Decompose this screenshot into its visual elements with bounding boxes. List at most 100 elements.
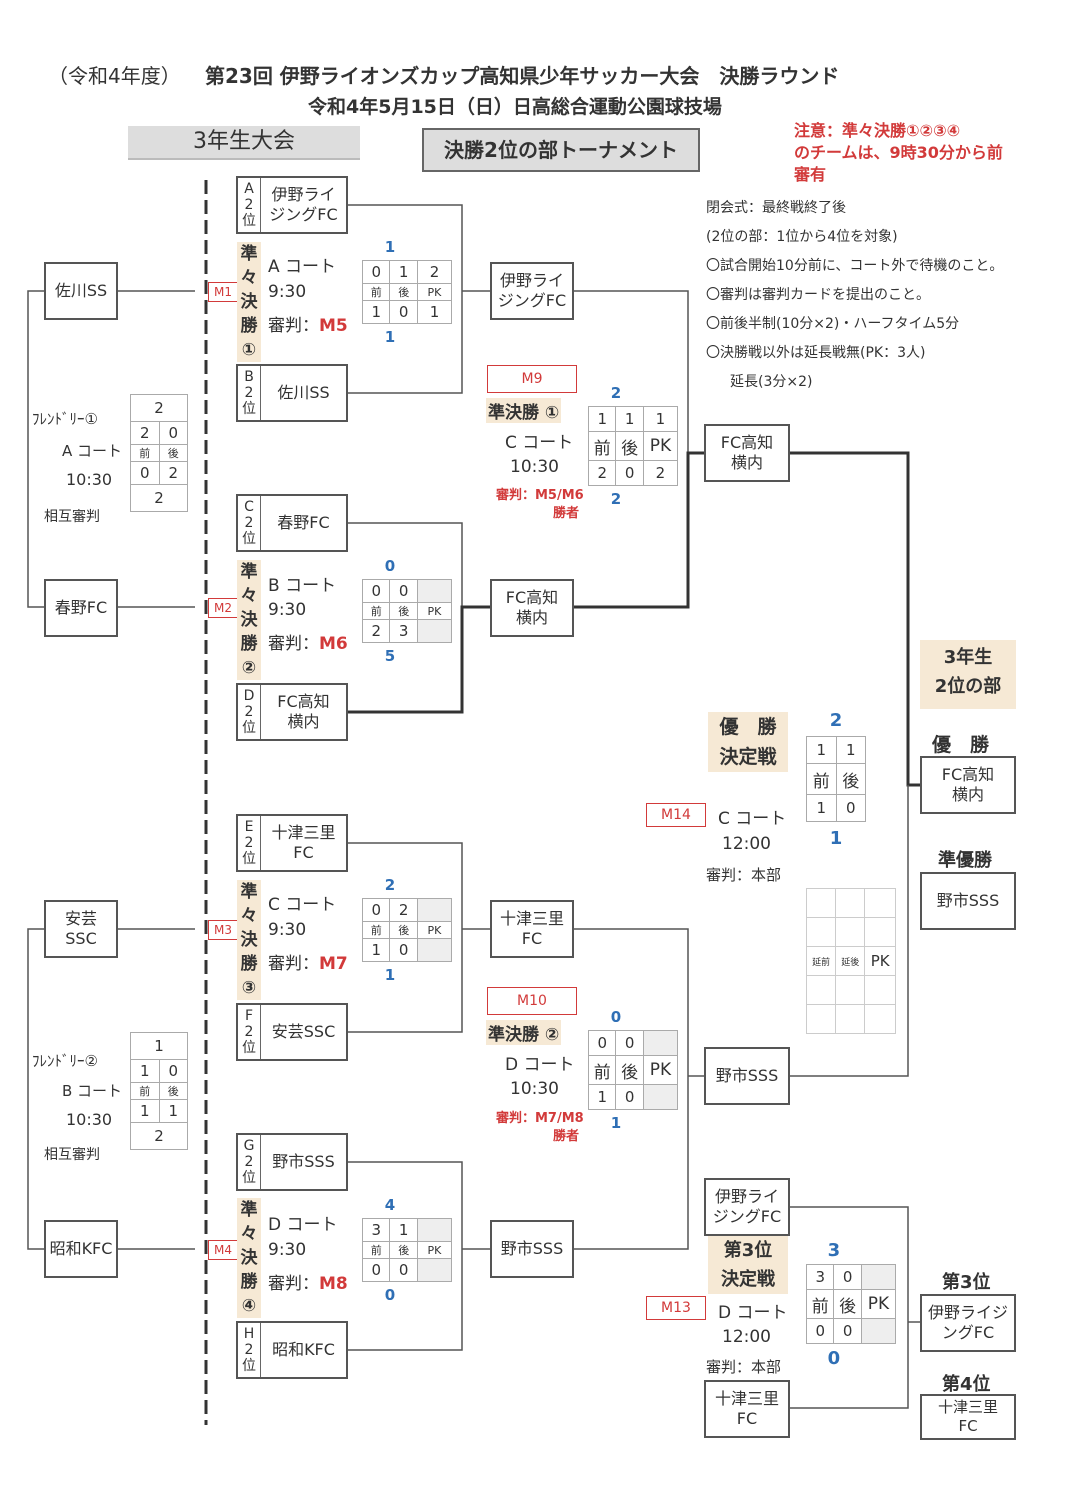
third-court: D コート (718, 1303, 788, 1323)
score-cell: 2 (642, 460, 679, 486)
match-tag: M3 (208, 920, 238, 940)
score-cell (416, 1218, 453, 1242)
notice-line: 審有 (794, 165, 827, 184)
qf-time: 9:30 (268, 600, 307, 620)
score-cell (642, 1084, 679, 1110)
score-cell: 0 (587, 1030, 617, 1056)
qf-court: B コート (268, 576, 337, 596)
friendly-match-2: ﾌﾚﾝﾄﾞﾘｰ② B コート 10:30 相互審判 (28, 1040, 208, 1180)
sf-label: 準決勝 ① (486, 398, 562, 423)
rule-line: 〇試合開始10分前に、コート外で待機のこと。 (706, 258, 1004, 274)
score-cell: 1 (416, 300, 453, 324)
score-total: 1 (384, 966, 396, 984)
final-court: C コート (718, 809, 787, 829)
friendly-match-1: ﾌﾚﾝﾄﾞﾘｰ① A コート 10:30 相互審判 (28, 400, 208, 540)
page-title: 第23回 伊野ライオンズカップ高知県少年サッカー大会 決勝ラウンド (205, 64, 840, 88)
qf-ref: 審判：M6 (268, 634, 348, 654)
score-cell: 0 (615, 460, 644, 486)
qf-winner: 野市SSS (490, 1220, 574, 1278)
rules: 閉会式：最終戦終了後 (2位の部：1位から4位を対象) 〇試合開始10分前に、コ… (706, 194, 1003, 397)
seed-name: 佐川SS (277, 383, 330, 402)
score-total: 1 (130, 1032, 188, 1060)
score-cell: 1 (587, 406, 617, 432)
third-time: 12:00 (722, 1327, 771, 1347)
qf-winner: 伊野ライ ジングFC (490, 262, 574, 320)
score-cell: 0 (158, 1059, 188, 1083)
tournament-title: 決勝2位の部トーナメント (422, 128, 700, 172)
match-tag: M14 (646, 803, 706, 827)
score-cell: 0 (130, 461, 160, 485)
seed-name: 野市SSS (272, 1152, 335, 1171)
friendly-title: ﾌﾚﾝﾄﾞﾘｰ② (32, 1052, 98, 1070)
score-total: 2 (829, 709, 843, 731)
score-cell: 0 (389, 300, 418, 324)
score-cell: 0 (361, 898, 391, 922)
score-cell: 1 (806, 794, 837, 822)
score-cell (860, 1264, 897, 1290)
friendly-ref: 相互審判 (44, 509, 100, 525)
fourth-place-team: 十津三里 FC (920, 1394, 1016, 1440)
sf-label: 準決勝 ② (486, 1020, 562, 1045)
friendly-time: 10:30 (66, 470, 113, 489)
left-team: 佐川SS (44, 262, 118, 320)
left-team: 春野FC (44, 579, 118, 637)
score-cell: 1 (642, 406, 679, 432)
score-cell: 1 (130, 1099, 160, 1123)
qf-ref: 審判：M8 (268, 1274, 348, 1294)
score-total: 2 (610, 490, 622, 508)
closing-text: 閉会式：最終戦終了後 (706, 200, 846, 216)
qf-time: 9:30 (268, 282, 307, 302)
third-place-label: 第3位 (942, 1272, 991, 1293)
score-cell: 3 (805, 1264, 835, 1290)
qf-time: 9:30 (268, 920, 307, 940)
score-total: 2 (610, 384, 622, 402)
score-cell (416, 619, 453, 643)
closing-sub: (2位の部：1位から4位を対象) (706, 229, 898, 245)
score-cell: 0 (158, 421, 188, 445)
score-cell: 1 (361, 938, 391, 962)
score-total: 0 (384, 557, 396, 575)
qf-court: A コート (268, 257, 337, 277)
score-total: 2 (130, 1122, 188, 1150)
champion-label: 優 勝 (932, 734, 990, 756)
score-cell: 2 (130, 421, 160, 445)
qf-winner: 十津三里 FC (490, 900, 574, 958)
seed-name: 十津三里 FC (271, 823, 336, 862)
score-cell: 0 (833, 1264, 862, 1290)
friendly-court: A コート (62, 442, 123, 460)
sf-winner: FC高知 横内 (704, 424, 790, 482)
final-label: 優 勝決定戦 (708, 712, 788, 772)
division-banner: 3年生大会 (128, 126, 360, 160)
left-team: 昭和KFC (44, 1220, 118, 1278)
score-total: 4 (384, 1196, 396, 1214)
score-total: 1 (610, 1114, 622, 1132)
sf-ref-winner: 勝者 (553, 506, 580, 521)
seed-name: 春野FC (277, 513, 330, 532)
header-date: 令和4年5月15日（日）日高総合運動公園球技場 (308, 96, 722, 118)
score-cell: 0 (389, 938, 418, 962)
score-cell: 1 (361, 300, 391, 324)
third-team-bottom: 十津三里 FC (704, 1380, 790, 1438)
score-total: 2 (130, 484, 188, 512)
seed-name: 伊野ライ ジングFC (269, 185, 338, 224)
qf-time: 9:30 (268, 1240, 307, 1260)
score-cell: 2 (416, 260, 453, 284)
